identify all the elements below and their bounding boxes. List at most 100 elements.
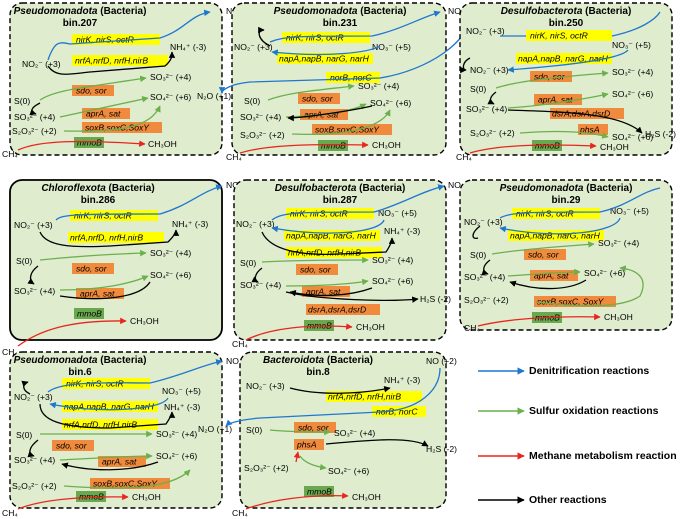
svg-text:Desulfobacterota (Bacteria): Desulfobacterota (Bacteria)	[275, 183, 406, 194]
so4-label: SO₄²⁻ (+6)	[372, 276, 413, 286]
so4-label: SO₄²⁻ (+6)	[156, 451, 197, 461]
ch4-label: CH₄	[232, 339, 248, 349]
s0-label: S(0)	[470, 250, 486, 260]
svg-text:Bacteroidota (Bacteria): Bacteroidota (Bacteria)	[263, 355, 373, 366]
ch3oh-label: CH₃OH	[148, 139, 177, 149]
panel-bin: bin.231	[323, 18, 358, 29]
panel-bin: bin.207	[63, 18, 98, 29]
no3-label: NO₃⁻ (+5)	[372, 42, 411, 52]
panel-domain: (Bacteria)	[98, 6, 147, 17]
ch3oh-label: CH₃OH	[372, 140, 401, 150]
so3-left-label: SO₃²⁻ (+4)	[14, 455, 55, 465]
so4-label: SO₄²⁻ (+6)	[328, 466, 369, 476]
gene-nrfa: nrfA,nrfD, nrfH,nirB	[64, 420, 137, 430]
so3-left-label: SO₃²⁻ (+4)	[240, 112, 281, 122]
legend-denitrification: Denitrification reactions	[529, 365, 649, 377]
gene-apr: aprA, sat	[80, 289, 115, 299]
gene-nrfa: nrfA,nrfD, nrfH,nirB	[75, 56, 148, 66]
s2o3-label: S₂O₃²⁻ (+2)	[244, 463, 289, 473]
gene-nap: napA,napB, narG, narH	[279, 54, 370, 64]
no3-label: NO₃⁻ (+5)	[612, 40, 651, 50]
so3-label: SO₃²⁻ (+4)	[358, 81, 399, 91]
gene-nirk: nirK, nirS, octR	[516, 209, 574, 219]
n2o-label: N₂O (+1)	[198, 424, 232, 434]
so3-label: SO₃²⁻ (+4)	[150, 248, 191, 258]
gene-nirk: nirK, nirS, octR	[530, 31, 588, 41]
ch4-label: CH₄	[226, 152, 242, 162]
no2-label: NO₂⁻ (+3)	[14, 392, 53, 402]
gene-sdo: sdo, sor	[302, 94, 334, 104]
so4-label: SO₄²⁻ (+6)	[612, 89, 653, 99]
panel-bin-250: Desulfobacterota (Bacteria) bin.250 NO₂⁻…	[456, 2, 676, 162]
gene-nor: norB, norC	[330, 73, 372, 83]
svg-text:Pseudomonadota (Bacteria): Pseudomonadota (Bacteria)	[274, 6, 407, 17]
gene-nap: napA,napB, narG, narH	[518, 54, 609, 64]
gene-nrfa: nrfA,nrfD, nrfH,nirB	[328, 392, 401, 402]
nh4-label: NH₄⁺ (-3)	[164, 402, 200, 412]
gene-sox: soxB,soxC,SoxY	[93, 479, 158, 489]
svg-text:Chloroflexota (Bacteria): Chloroflexota (Bacteria)	[41, 183, 154, 194]
panel-phylum: Bacteroidota	[263, 355, 325, 366]
gene-sox: soxB,soxC, SoxY	[537, 297, 605, 307]
nh4-label: NH₄⁺ (-3)	[172, 219, 208, 229]
ch3oh-label: CH₃OH	[132, 492, 161, 502]
so3-label: SO₃²⁻ (+4)	[334, 428, 375, 438]
gene-sdo: sdo, sor	[56, 441, 88, 451]
ch4-label: CH₄	[2, 508, 18, 518]
ch3oh-label: CH₃OH	[356, 322, 385, 332]
gene-sox: soxB,soxC,SoxY	[85, 123, 150, 133]
s2o3-label: S₂O₃²⁻ (+2)	[12, 481, 57, 491]
ch4-label: CH₄	[2, 347, 18, 357]
s0-label: S(0)	[14, 96, 30, 106]
nh4-label: NH₄⁺ (-3)	[384, 226, 420, 236]
gene-sdo: sdo, sor	[298, 423, 330, 433]
so3-label: SO₃²⁻ (+4)	[150, 72, 191, 82]
panel-bin-29: Pseudomonadota (Bacteria) bin.29 nirK, n…	[459, 179, 673, 333]
no2-label: NO₂⁻ (+3)	[464, 217, 503, 227]
legend-other: Other reactions	[529, 494, 607, 506]
s2o3-label: S₂O₃²⁻ (+2)	[464, 295, 509, 305]
so4-label: SO₄²⁻ (+6)	[150, 92, 191, 102]
gene-sdo: sdo, sor	[534, 72, 566, 82]
so3-left-label: SO₃²⁻ (+4)	[14, 286, 55, 296]
panel-bin-8: Bacteroidota (Bacteria) bin.8 nrfA,nrfD,…	[198, 351, 457, 518]
gene-mmob: mmoB	[307, 487, 332, 497]
gene-apr: aprA, sat	[306, 287, 341, 297]
ch4-label: CH₄	[232, 508, 248, 518]
svg-text:Pseudomonadota (Bacteria): Pseudomonadota (Bacteria)	[500, 183, 633, 194]
gene-nap: napA,napB, narG, narH	[510, 231, 601, 241]
so3-left-label: SO₃²⁻ (+4)	[464, 272, 505, 282]
gene-sdo: sdo, sor	[76, 264, 108, 274]
s2o3-label: S₂O₃²⁻ (+2)	[240, 130, 285, 140]
gene-mmob: mmoB	[79, 492, 104, 502]
panel-domain: (Bacteria)	[584, 183, 633, 194]
gene-apr: aprA, sat	[538, 95, 573, 105]
panel-bin: bin.286	[81, 195, 116, 206]
s0-label: S(0)	[244, 96, 260, 106]
no2-label: NO₂⁻ (+3)	[14, 220, 53, 230]
no2-label: NO₂⁻ (+3)	[234, 42, 273, 52]
ch3oh-label: CH₃OH	[130, 316, 159, 326]
gene-mmob: mmoB	[77, 138, 102, 148]
no2-label: NO₂⁻ (+3)	[246, 381, 285, 391]
panel-bin-286: Chloroflexota (Bacteria) bin.286 nirK, n…	[2, 179, 257, 357]
gene-phs: phsA	[579, 125, 600, 135]
gene-nirk: nirK, nirS, octR	[290, 209, 348, 219]
gene-nirk: nirK, nirS, octR	[74, 211, 132, 221]
panel-bin: bin.287	[323, 195, 358, 206]
panel-bin: bin.250	[549, 18, 584, 29]
so3-label: SO₃²⁻ (+4)	[612, 67, 653, 77]
panel-domain: (Bacteria)	[106, 183, 155, 194]
gene-apr: aprA, sat	[534, 271, 569, 281]
gene-sox: soxB,soxC,SoxY	[315, 125, 380, 135]
no-label: NO (+2)	[426, 356, 457, 366]
gene-mmob: mmoB	[321, 141, 346, 151]
gene-sdo: sdo, sor	[528, 250, 560, 260]
no3-label: NO₃⁻ (+5)	[162, 386, 201, 396]
no3-label: NO₃⁻ (+5)	[610, 206, 649, 216]
gene-nap: napA,napB, narG, narH	[286, 231, 377, 241]
panel-bin-6: Pseudomonadota (Bacteria) bin.6 nirK, ni…	[2, 351, 257, 518]
legend: Denitrification reactions Sulfur oxidati…	[478, 365, 677, 506]
so3-left-label: SO₃²⁻ (+4)	[14, 112, 55, 122]
ch4-label: CH₄	[464, 323, 480, 333]
